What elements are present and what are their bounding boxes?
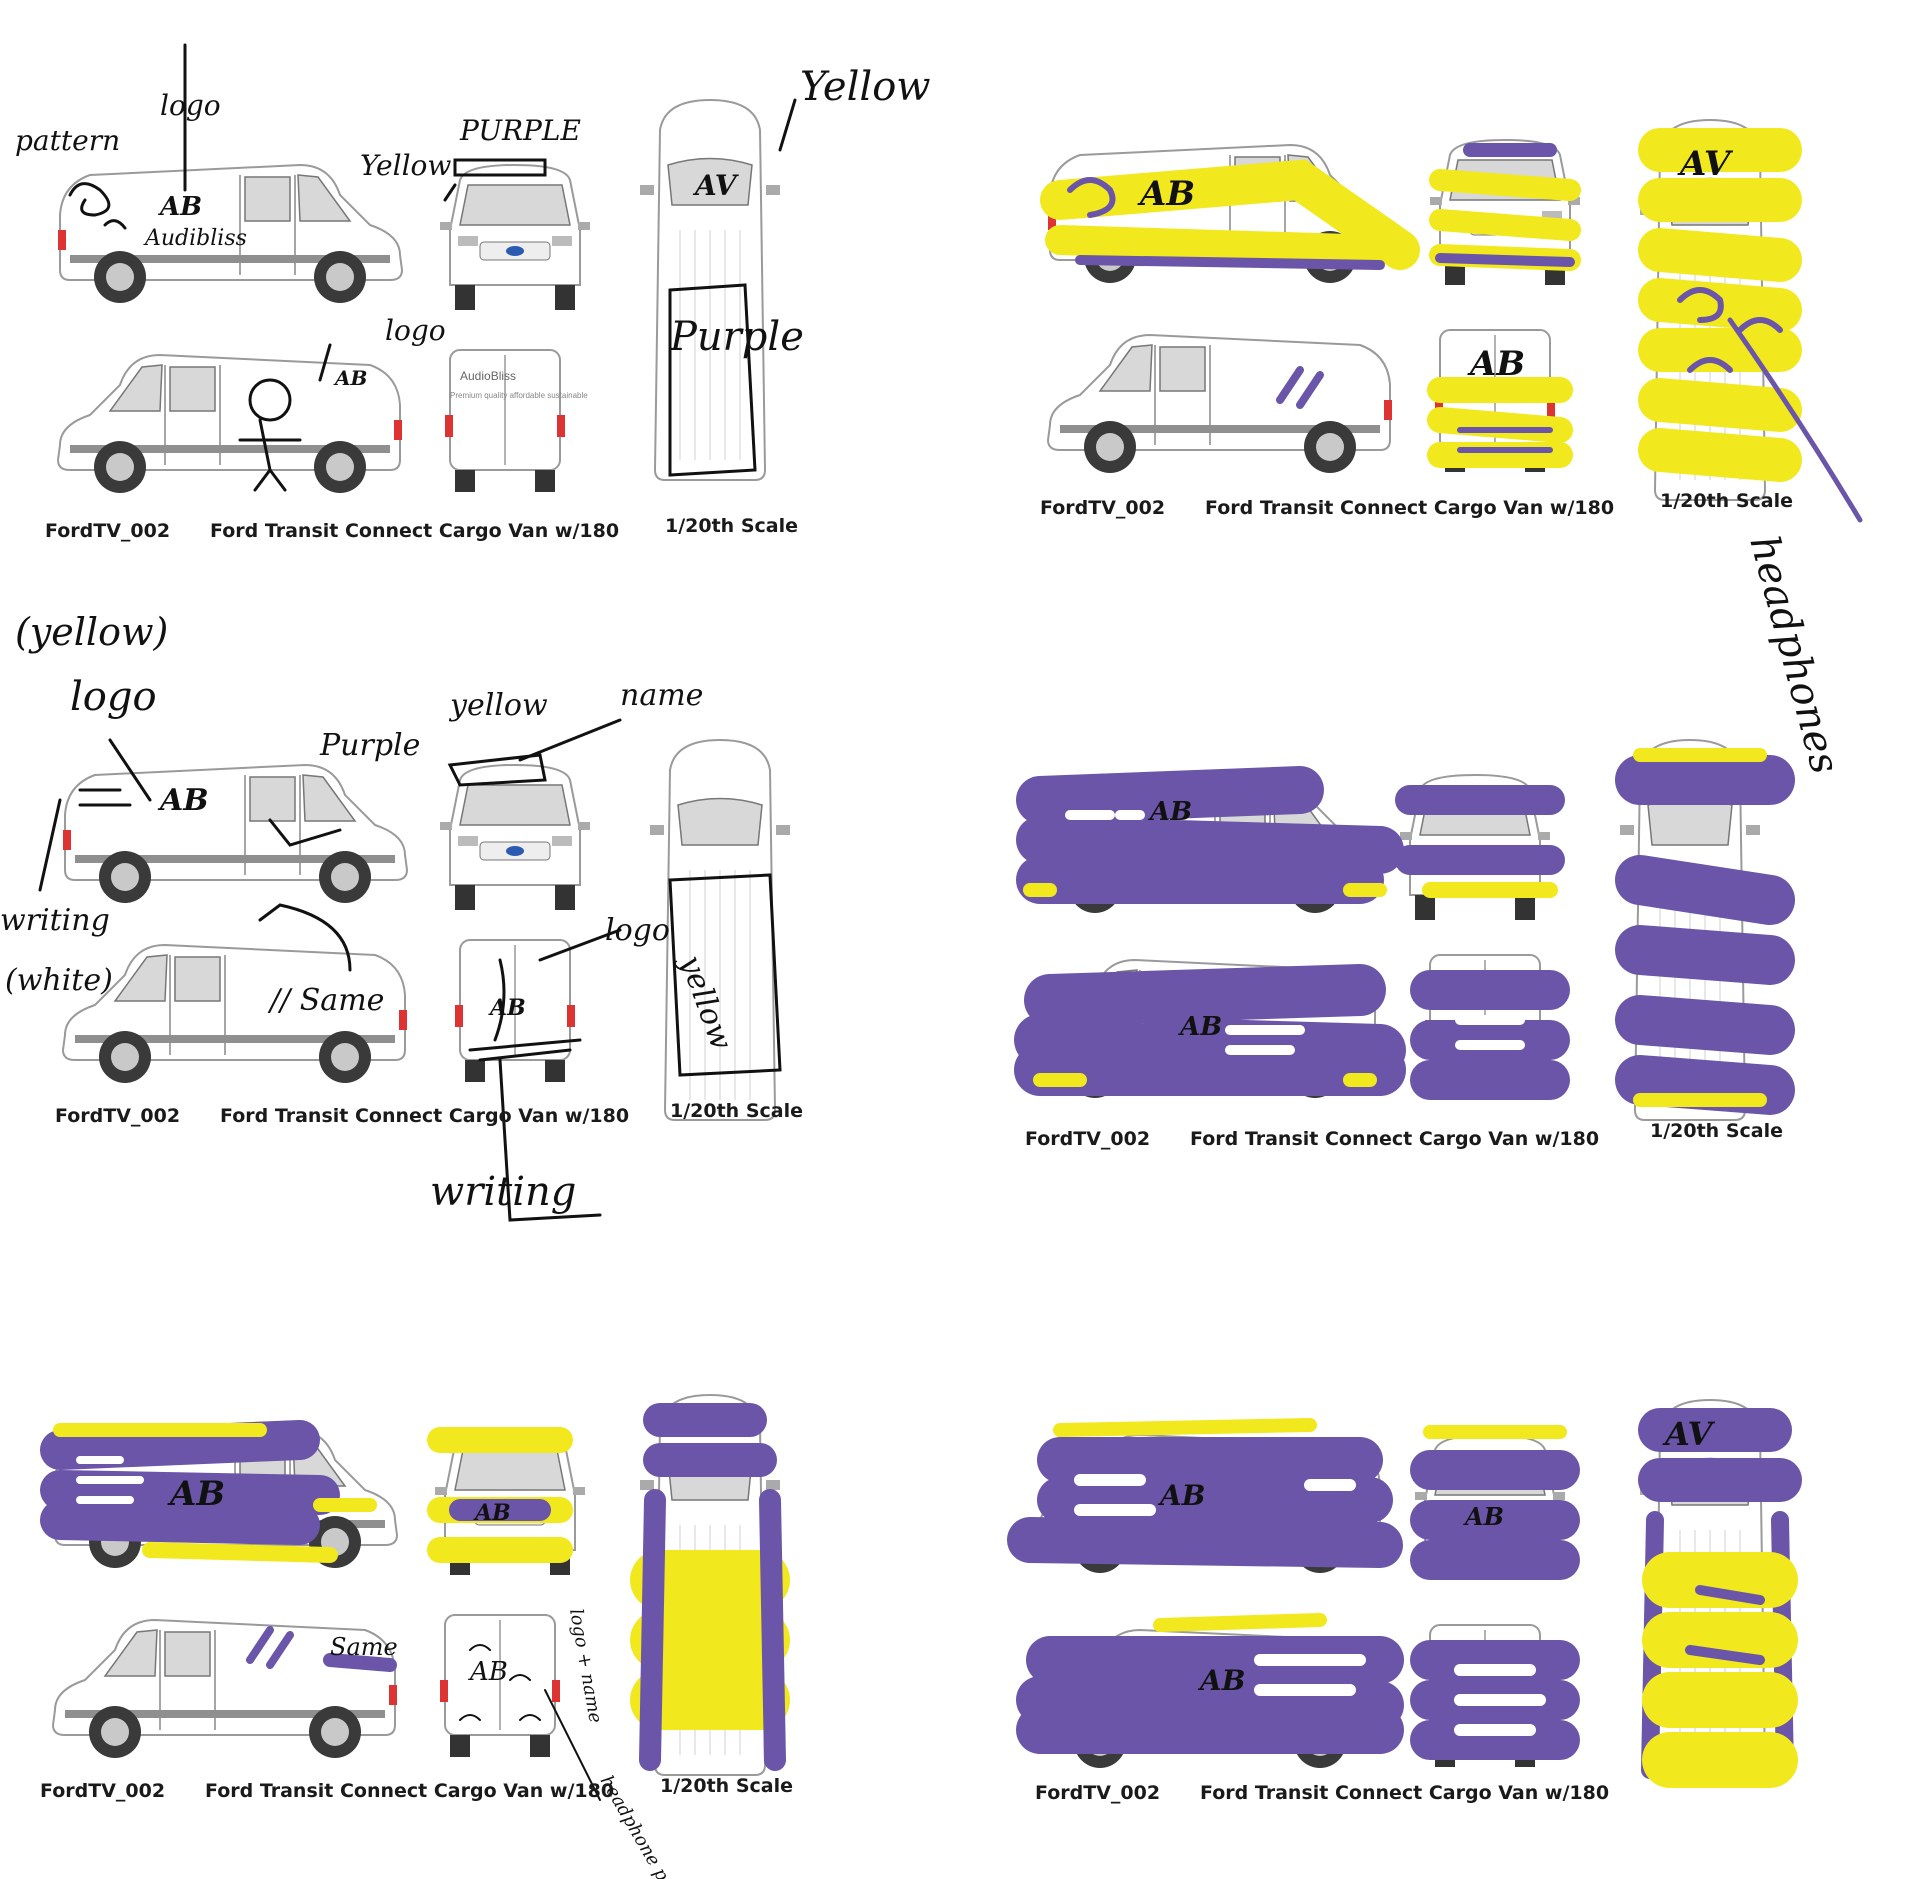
annotation-purple-roof: PURPLE (459, 114, 581, 147)
caption-model-id: FordTV_002 (1035, 1782, 1161, 1804)
annotation-logo-name: logo + name (565, 1607, 606, 1724)
sheet-render-purple: AB AB (1014, 739, 1795, 1121)
logo-mark-rear-window: AB (333, 366, 367, 390)
caption-model-id: FordTV_002 (40, 1780, 166, 1802)
logo-mark-front: AB (473, 1500, 511, 1526)
sheet-render-purple-final: AB AB AB AV (1007, 1399, 1802, 1788)
annotation-same: // Same (267, 983, 384, 1018)
caption-model-id: FordTV_002 (1040, 497, 1166, 519)
side-note-headphones: headphones (1740, 531, 1848, 779)
logo-mark-side: AB (1137, 174, 1195, 214)
annotation-same: Same (330, 1633, 398, 1661)
roof-mark: AV (692, 169, 740, 202)
logo-mark-rear: AB (1467, 344, 1525, 384)
caption-model-id: FordTV_002 (45, 520, 171, 542)
logo-mark-front: AB (1463, 1502, 1504, 1531)
annotation-yellow: yellow (448, 688, 548, 723)
sheet-render-purple-yellow: AB AB AB Same logo + name headphone patt… (40, 1394, 790, 1879)
caption-scale: 1/20th Scale (660, 1775, 793, 1797)
sheet-sketch-1: pattern logo PURPLE Yellow Yellow logo P… (15, 43, 931, 493)
rear-brand: AudioBliss (460, 369, 516, 383)
rear-tagline: Premium quality affordable sustainable (450, 391, 588, 400)
caption-scale: 1/20th Scale (1650, 1120, 1783, 1142)
sheet-render-yellow: AB AB AV headphones (1040, 119, 1863, 779)
caption-scale: 1/20th Scale (1660, 490, 1793, 512)
caption-model-name: Ford Transit Connect Cargo Van w/180 (220, 1105, 630, 1127)
annotation-logo-rear: logo (605, 913, 670, 948)
annotation-pattern: pattern (15, 124, 120, 157)
caption-scale: 1/20th Scale (665, 515, 798, 537)
caption-scale: 1/20th Scale (670, 1100, 803, 1122)
caption-model-id: FordTV_002 (55, 1105, 181, 1127)
logo-mark-side: AB (1147, 797, 1192, 827)
logo-mark-side-2: AB (1177, 1012, 1222, 1042)
logo-mark-side-2: AB (1197, 1664, 1245, 1697)
annotation-name: name (620, 678, 703, 713)
logo-mark-rear: AB (468, 1657, 508, 1687)
annotation-white: (white) (5, 963, 113, 998)
annotation-logo: logo (70, 674, 157, 720)
caption-model-id: FordTV_002 (1025, 1128, 1151, 1150)
roof-mark: AV (1677, 144, 1734, 184)
caption-model-name: Ford Transit Connect Cargo Van w/180 (205, 1780, 615, 1802)
annotation-logo: logo (160, 89, 221, 122)
logo-mark-side: AB (157, 192, 202, 222)
annotation-logo-side: logo (385, 314, 446, 347)
caption-model-name: Ford Transit Connect Cargo Van w/180 (1205, 497, 1615, 519)
annotation-writing-bottom: writing (430, 1169, 576, 1215)
annotation-side-text: Audibliss (143, 226, 247, 251)
logo-mark-side: AB (157, 783, 209, 818)
logo-mark-side: AB (167, 1474, 225, 1514)
sheet-sketch-2: (yellow) logo Purple yellow name writing… (0, 610, 791, 1222)
annotation-yellow-logo: (yellow) (15, 610, 168, 654)
annotation-purple-top: Purple (669, 314, 804, 360)
caption-model-name: Ford Transit Connect Cargo Van w/180 (1200, 1782, 1610, 1804)
roof-mark: AV (1662, 1415, 1716, 1453)
annotation-writing: writing (0, 903, 110, 938)
annotation-purple: Purple (319, 728, 420, 763)
annotation-yellow-top: Yellow (800, 64, 931, 110)
annotation-yellow-front: Yellow (360, 149, 451, 182)
caption-model-name: Ford Transit Connect Cargo Van w/180 (1190, 1128, 1600, 1150)
logo-mark-rear: AB (488, 995, 526, 1021)
logo-mark-side: AB (1157, 1479, 1205, 1512)
caption-model-name: Ford Transit Connect Cargo Van w/180 (210, 520, 620, 542)
